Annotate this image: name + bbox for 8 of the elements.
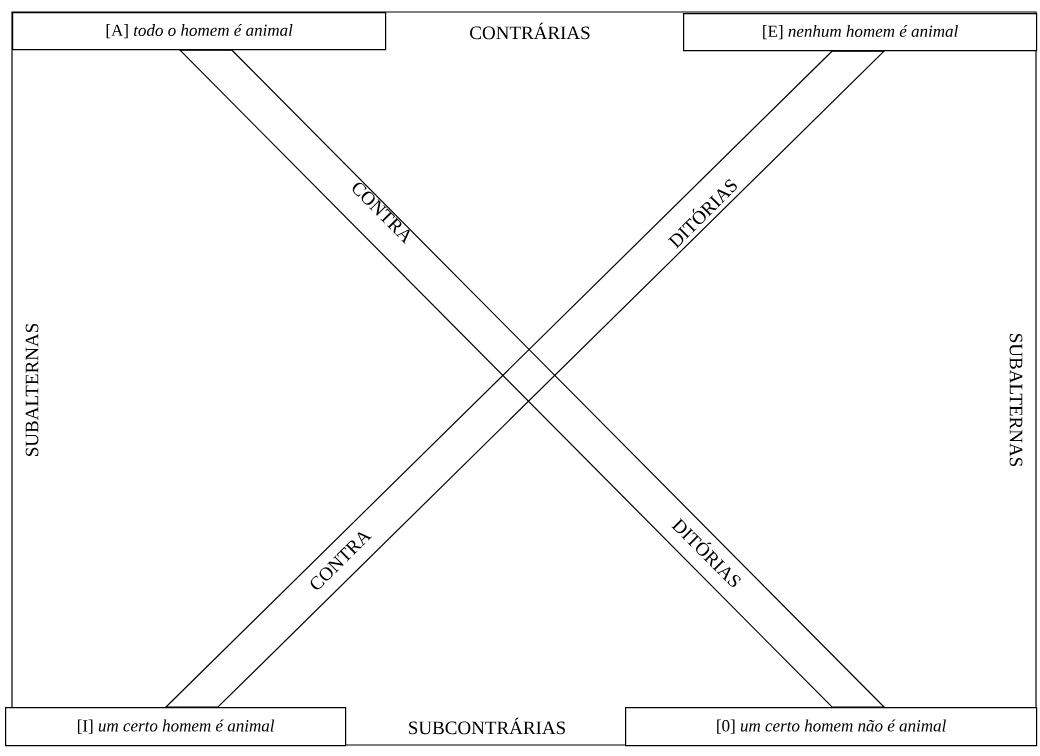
relation-label: SUBCONTRÁRIAS <box>409 717 565 735</box>
proposition-box: [E] nenhum homem é animal <box>683 13 1038 52</box>
relation-label: SUBALTERNAS <box>1009 334 1023 467</box>
proposition-box: [A] todo o homem é animal <box>12 12 387 51</box>
proposition-box: [0] um certo homem não é animal <box>625 707 1038 747</box>
relation-label: CONTRÁRIAS <box>470 22 590 40</box>
proposition-box: [I] um certo homem é animal <box>5 707 347 747</box>
relation-label: SUBALTERNAS <box>25 323 39 456</box>
